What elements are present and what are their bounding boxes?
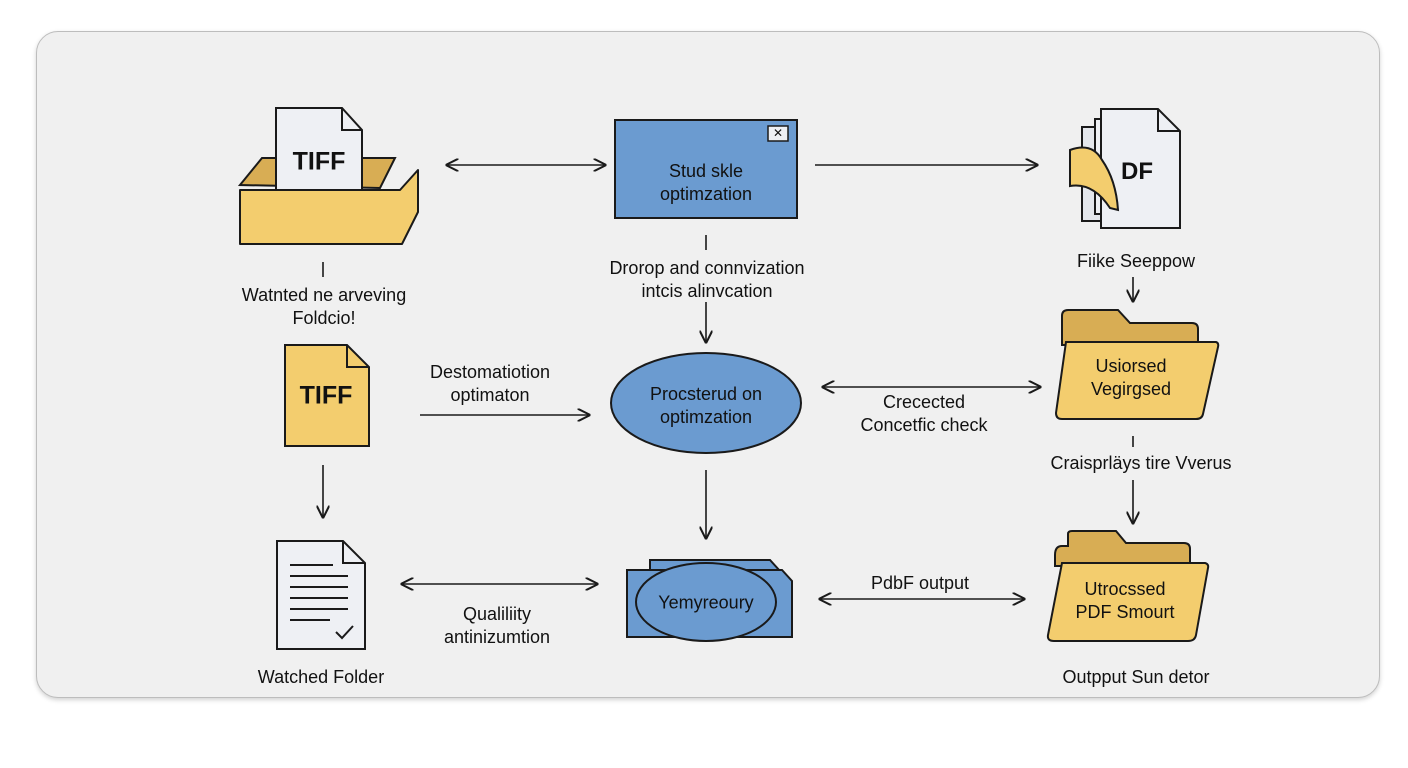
tiff-file-tag: TIFF [299,381,353,410]
optimization-window [614,119,798,219]
tiff-file-icon [284,344,370,447]
processing-line2: optimzation [659,407,753,427]
tiff-tag: TIFF [292,147,346,176]
connectors [323,165,1133,599]
quality-line2: antinizumtion [443,627,551,647]
destination-line2: optimaton [450,385,530,405]
document-check-icon [276,540,366,650]
close-icon[interactable] [767,125,789,142]
unsorted-folder-icon [1054,309,1220,420]
destination-line1: Destomatiotion [429,362,551,382]
processing-line1: Procsterud on [649,384,763,404]
watched-folder-label: Watched Folder [257,667,385,687]
output-folder-line2: PDF Smourt [1075,602,1175,622]
quality-line1: Qualiliity [462,604,532,624]
unsorted-line1: Usiorsed [1095,356,1167,376]
unsorted-folder-text: Usiorsed Vegirgsed [1091,355,1171,401]
optimization-window-text: Stud skle optimzation [660,160,752,206]
drop-conversion-line1: Drorop and connvization [609,258,805,278]
output-folder-icon [1046,530,1210,642]
crispness-versus-label: Craisprläys tire Vverus [1050,453,1232,473]
optimization-window-line2: optimzation [659,184,753,204]
memory-node-text: Yemyreoury [658,592,754,613]
connectivity-line2: Concetfic check [860,415,988,435]
output-folder-text: Utrocssed PDF Smourt [1075,578,1174,624]
watched-input-label: Watnted ne arveving Foldcio! [242,284,406,330]
pdf-file-label: Fiike Seeppow [1076,251,1196,271]
drop-conversion-label: Drorop and connvization intcis alinvcati… [609,257,804,303]
pdf-tag: DF [1121,158,1153,185]
connectivity-line1: Crecected [882,392,966,412]
unsorted-line2: Vegirgsed [1090,379,1172,399]
processing-ellipse [610,352,802,454]
watched-input-label-line1: Watnted ne arveving [241,285,407,305]
quality-optimization-label: Qualiliity antinizumtion [444,603,550,649]
tiff-folder-icon [237,107,419,245]
close-glyph[interactable]: ✕ [772,126,784,140]
output-folder-label: Outpput Sun detor [1062,667,1210,687]
pdf-output-label: PdbF output [870,573,970,593]
destination-optimization-label: Destomatiotion optimaton [430,361,550,407]
drop-conversion-line2: intcis alinvcation [641,281,773,301]
connectivity-check-label: Crecected Concetfic check [860,391,987,437]
optimization-window-line1: Stud skle [668,161,744,181]
processing-ellipse-text: Procsterud on optimzation [650,383,762,429]
memory-stack-icon [626,559,793,642]
output-folder-line1: Utrocssed [1084,579,1166,599]
pdf-file-icon [1069,108,1181,229]
watched-input-label-line2: Foldcio! [292,308,356,328]
